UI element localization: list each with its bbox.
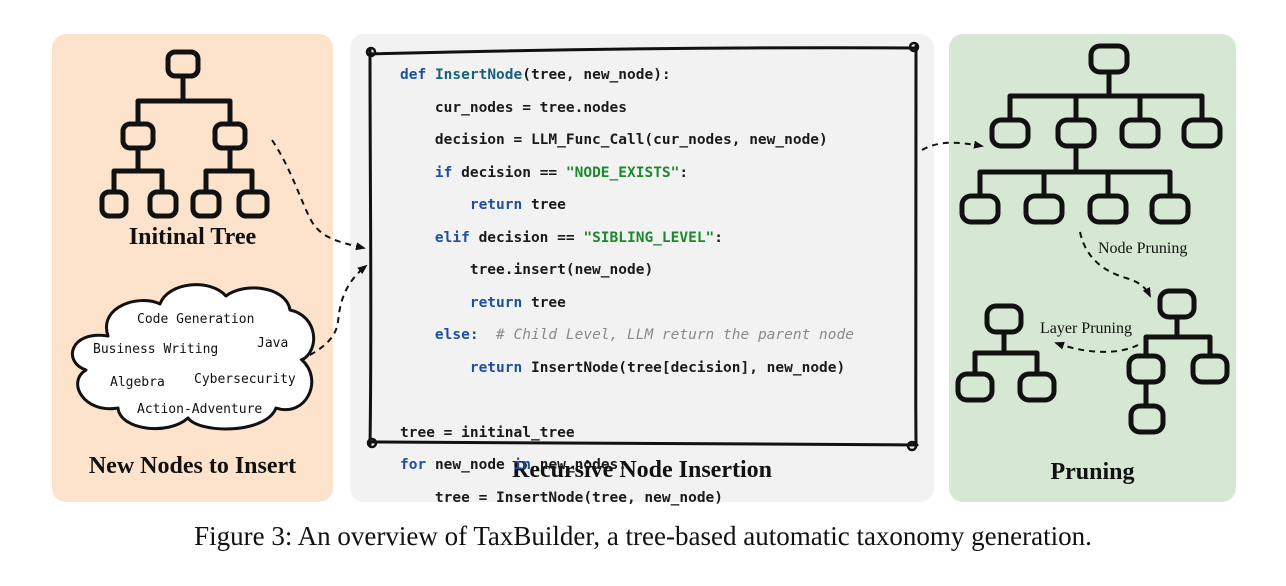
- tree-node: [1023, 193, 1065, 225]
- new-nodes-label: New Nodes to Insert: [88, 453, 297, 479]
- tree-node: [955, 371, 995, 403]
- tree-node: [989, 117, 1031, 149]
- tree-node: [1190, 353, 1230, 385]
- arrow-code-to-pruning: [921, 140, 984, 151]
- code-line-3: decision = LLM_Func_Call(cur_nodes, new_…: [434, 132, 828, 148]
- tree-node: [1119, 117, 1161, 149]
- tree-edges: [1143, 314, 1213, 359]
- code-line-6: elif decision == "SIBLING_LEVEL":: [434, 229, 724, 246]
- tree-edges: [203, 145, 255, 195]
- cloud-word-algebra: Algebra: [110, 375, 165, 390]
- tree-node: [1055, 117, 1097, 149]
- code-line-12: tree = initinal_tree: [400, 424, 575, 441]
- tree-node: [212, 121, 248, 151]
- flow-arrows: [271, 139, 1151, 361]
- layer-pruning-label: Layer Pruning: [1040, 320, 1132, 337]
- code-frame: [365, 41, 920, 452]
- cloud-word-code-generation: Code Generation: [137, 312, 255, 327]
- tree-node: [959, 193, 1001, 225]
- tree-node: [236, 189, 270, 219]
- cloud-word-cybersecurity: Cybersecurity: [194, 372, 296, 387]
- tree-node: [984, 303, 1024, 335]
- tree-node: [1128, 403, 1166, 435]
- pruning-panel: [949, 34, 1236, 502]
- arrow-tree-to-code: [271, 139, 366, 251]
- tree-edges: [135, 73, 233, 127]
- code-line-9: else: # Child Level, LLM return the pare…: [434, 327, 854, 343]
- node-pruned-tree: [1126, 288, 1230, 435]
- initial-tree-panel: [52, 34, 333, 502]
- node-pruning-label: Node Pruning: [1098, 240, 1188, 257]
- tree-node: [120, 121, 156, 151]
- figure-caption: Figure 3: An overview of TaxBuilder, a t…: [194, 521, 1092, 551]
- code-line-10: return InsertNode(tree[decision], new_no…: [469, 359, 846, 376]
- code-line-5: return tree: [469, 197, 566, 213]
- recursive-insertion-label: Recursive Node Insertion: [512, 457, 772, 483]
- cloud-word-java: Java: [257, 336, 289, 351]
- code-line-14: tree = InsertNode(tree, new_node): [434, 489, 724, 506]
- layer-pruned-tree: [955, 303, 1057, 403]
- code-line-1: def InsertNode(tree, new_node):: [400, 67, 671, 83]
- tree-edges: [1007, 69, 1205, 123]
- tree-node: [1087, 193, 1129, 225]
- tree-node: [1088, 43, 1130, 75]
- tree-node: [165, 49, 201, 79]
- tree-node: [190, 189, 222, 219]
- arrow-node-pruning: [1079, 231, 1151, 298]
- code-block: def InsertNode(tree, new_node): cur_node…: [400, 66, 854, 521]
- new-nodes-cloud: [70, 283, 316, 431]
- code-line-7: tree.insert(new_node): [469, 262, 654, 278]
- code-line-13: for new_node in new_nodes:: [400, 457, 628, 473]
- taxonomy-tree-graphic: [959, 43, 1223, 225]
- tree-node: [1149, 193, 1191, 225]
- arrow-layer-pruning: [1054, 341, 1139, 353]
- recursive-insertion-panel: [350, 34, 934, 502]
- initial-tree-graphic: [99, 49, 270, 219]
- code-line-8: return tree: [469, 294, 566, 311]
- arrow-nodes-to-code: [299, 264, 368, 361]
- cloud-word-business-writing: Business Writing: [93, 342, 219, 357]
- tree-node: [99, 189, 129, 219]
- tree-edges: [977, 143, 1173, 199]
- initial-tree-label: Initinal Tree: [128, 224, 257, 250]
- tree-edges: [111, 145, 165, 195]
- tree-node: [1126, 353, 1166, 385]
- tree-node: [1157, 288, 1197, 320]
- cloud-word-action-adventure: Action-Adventure: [137, 402, 263, 417]
- tree-node: [1181, 117, 1223, 149]
- code-line-4: if decision == "NODE_EXISTS":: [434, 164, 689, 181]
- tree-node: [1017, 371, 1057, 403]
- tree-edges: [972, 329, 1040, 377]
- code-line-blank: [400, 391, 854, 424]
- code-line-2: cur_nodes = tree.nodes: [434, 99, 627, 116]
- pruning-label: Pruning: [1050, 459, 1135, 485]
- tree-node: [147, 189, 179, 219]
